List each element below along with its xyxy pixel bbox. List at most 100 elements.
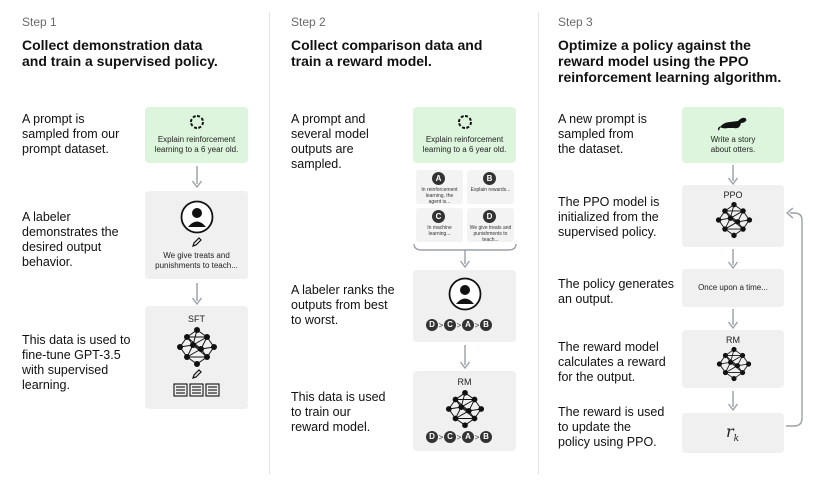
network-node [194, 327, 200, 333]
network-node [194, 361, 200, 367]
step1-title: Collect demonstration data and train a s… [22, 37, 218, 69]
network-node [478, 406, 485, 412]
neural-network-icon [715, 201, 753, 239]
output-letter-a: A [432, 172, 445, 185]
recycle-arrows-icon [190, 115, 204, 129]
network-node [728, 359, 734, 365]
step3-rm-box: RM [682, 330, 784, 388]
network-node [462, 422, 468, 429]
network-node [184, 334, 190, 340]
pencil-icon [192, 369, 202, 379]
divider-2 [538, 12, 539, 474]
network-node [740, 352, 746, 358]
network-node [177, 344, 183, 350]
ppo-label: PPO [723, 190, 743, 200]
reward-symbol: rk [726, 422, 740, 445]
network-node [731, 376, 737, 382]
rm-label: RM [726, 335, 740, 345]
network-node [190, 342, 196, 348]
network-node [184, 354, 190, 360]
neural-network-icon [445, 389, 485, 429]
step3-label: Step 3 [558, 15, 593, 29]
step3-arrow-3 [727, 309, 739, 330]
divider-1 [269, 12, 270, 474]
feedback-loop-arrow [785, 207, 803, 427]
step2-title: Collect comparison data and train a rewa… [291, 37, 483, 69]
network-node [731, 201, 737, 208]
network-node [458, 404, 465, 410]
step1-arrow-2 [191, 283, 203, 306]
network-node [198, 346, 204, 352]
network-node [462, 389, 468, 396]
step3-output-box: Once upon a time... [682, 269, 784, 307]
network-node [731, 232, 737, 239]
step2-labeler-box: D>C>A>B [413, 270, 516, 342]
network-node [727, 215, 734, 221]
output-card-b: B Explain rewards... [467, 170, 514, 204]
network-node [471, 415, 478, 422]
otter-icon [718, 117, 747, 131]
step3-arrow-2 [727, 249, 739, 270]
network-node [716, 361, 722, 367]
network-node [715, 217, 722, 223]
recycle-arrows-icon [458, 115, 472, 129]
output-letter-d: D [483, 210, 496, 223]
neural-network-icon [716, 346, 752, 382]
network-node [731, 346, 737, 352]
network-node [740, 370, 746, 376]
network-node [740, 208, 746, 214]
ranking-2: D>C>A>B [426, 431, 492, 443]
network-node [211, 344, 217, 350]
network-node [471, 396, 478, 403]
neural-network-icon [177, 327, 217, 367]
step2-rm-box: RM D>C>A>B [413, 371, 516, 451]
step3-title: Optimize a policy against the reward mod… [558, 37, 782, 85]
network-node [452, 415, 459, 422]
output-letter-c: C [432, 210, 445, 223]
network-node [452, 396, 459, 403]
person-icon [448, 277, 482, 311]
step3-arrow-1 [727, 165, 739, 186]
step1-label: Step 1 [22, 15, 57, 29]
rm-label: RM [457, 377, 472, 387]
network-node [722, 208, 728, 214]
step3-reward-box: rk [682, 413, 784, 453]
step2-bracket-arrow [413, 244, 517, 269]
step2-arrow-2 [459, 345, 471, 370]
network-node [746, 361, 752, 367]
network-node [740, 226, 746, 232]
ranking-1: D>C>A>B [426, 319, 492, 331]
network-node [746, 217, 753, 223]
person-icon [180, 200, 214, 234]
step1-arrow-1 [191, 166, 203, 189]
network-node [722, 352, 728, 358]
pencil-icon [192, 237, 202, 247]
network-node [465, 408, 472, 414]
step3-output-text: Once upon a time... [698, 283, 768, 292]
network-node [722, 226, 728, 232]
document-stack-icon [173, 383, 220, 397]
